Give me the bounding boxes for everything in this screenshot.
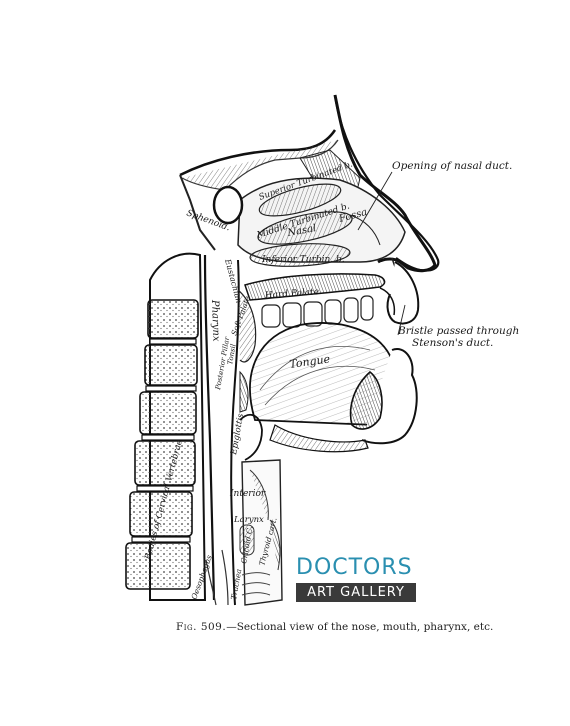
label-trachea: Trachea xyxy=(229,568,243,600)
mandible xyxy=(349,370,383,430)
callout-nasal-duct: Opening of nasal duct. xyxy=(392,160,513,172)
middle-turbinate xyxy=(257,211,353,245)
callout-bristle-line2: Stenson's duct. xyxy=(412,337,494,349)
label-epiglottis: Epiglottis xyxy=(229,412,246,456)
inferior-turbinate xyxy=(249,243,351,267)
figure-caption-text: —Sectional view of the nose, mouth, phar… xyxy=(226,621,494,633)
upper-lip-teeth xyxy=(261,261,420,328)
doctors-art-gallery-watermark: DOCTORS ART GALLERY xyxy=(296,556,416,602)
label-hard-palate: Hard Palate xyxy=(264,287,320,301)
label-nasal: Nasal xyxy=(286,223,317,239)
label-tongue: Tongue xyxy=(289,352,332,371)
pharynx xyxy=(203,254,257,606)
watermark-top: DOCTORS xyxy=(296,555,413,580)
cricoid-cartilage xyxy=(239,524,255,556)
label-larynx: Larynx xyxy=(233,515,264,525)
watermark-bottom: ART GALLERY xyxy=(296,583,416,602)
figure-caption: Fig. 509.—Sectional view of the nose, mo… xyxy=(176,621,493,633)
nasal-cavity xyxy=(212,177,406,267)
thyroid-cartilage xyxy=(269,519,281,571)
figure-number: Fig. 509. xyxy=(176,621,227,633)
superior-turbinate xyxy=(258,183,342,217)
cervical-vertebrae xyxy=(125,252,207,601)
lower-lip-jaw xyxy=(269,348,418,453)
larynx xyxy=(239,413,283,606)
epiglottis xyxy=(239,413,263,461)
callout-bristle: Bristle passed through Stenson's duct. xyxy=(398,325,519,349)
label-inferior-turbin: Inferior Turbin. b. xyxy=(261,255,345,265)
hard-palate xyxy=(244,273,386,301)
label-interior: Interior xyxy=(229,489,266,499)
label-eustachian: Eustachian xyxy=(223,257,244,304)
label-pharynx: Pharynx xyxy=(209,299,221,342)
callout-bristle-line1: Bristle passed through xyxy=(398,325,520,337)
sphenoid-sinus xyxy=(212,185,244,225)
label-tonsil: Tonsil xyxy=(226,343,238,365)
leader-lines xyxy=(357,171,406,336)
oesophagus xyxy=(205,549,271,606)
tonsil xyxy=(239,370,249,413)
soft-palate xyxy=(237,289,257,363)
